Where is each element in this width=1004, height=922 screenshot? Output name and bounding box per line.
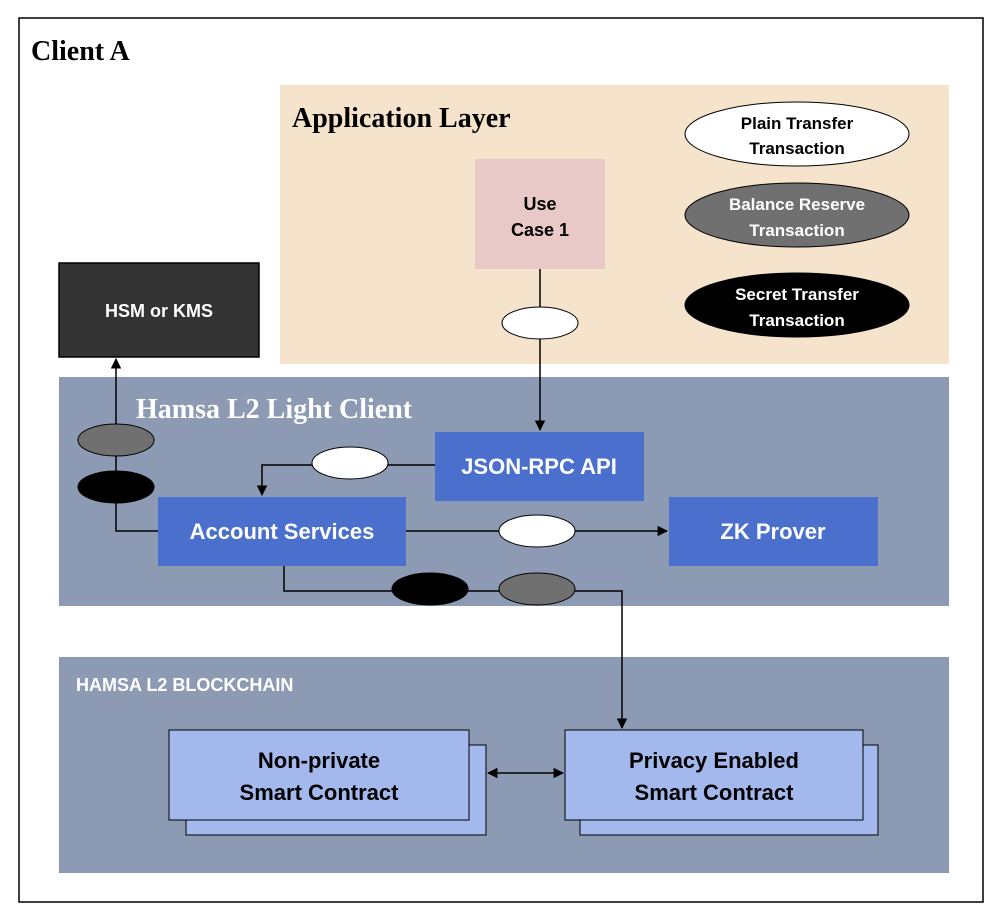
legend-balance-reserve-ellipse (684, 182, 910, 248)
plain-transaction-token-use-case (501, 306, 579, 340)
privacy-contract-line1: Privacy Enabled (629, 748, 799, 773)
privacy-contract-box[interactable] (564, 729, 864, 821)
light-client-title: Hamsa L2 Light Client (136, 394, 413, 425)
account-services-to-hsm-connector (110, 357, 158, 532)
account-services-box[interactable] (158, 497, 406, 566)
json-rpc-api-box[interactable] (435, 432, 644, 501)
legend-secret-transfer-line2: Transaction (749, 311, 844, 330)
legend-plain-transfer-line1: Plain Transfer (741, 114, 854, 133)
zk-prover-label: ZK Prover (720, 519, 826, 544)
non-private-contract-line2: Smart Contract (240, 780, 400, 805)
application-layer-title: Application Layer (292, 103, 511, 134)
privacy-contract-line2: Smart Contract (635, 780, 795, 805)
hsm-kms-label: HSM or KMS (105, 301, 213, 321)
client-title: Client A (31, 36, 131, 67)
plain-transaction-token-zk (498, 514, 576, 548)
secret-transaction-token-chain (391, 572, 469, 606)
legend-balance-reserve-line1: Balance Reserve (729, 195, 865, 214)
hsm-kms-box[interactable] (58, 262, 260, 358)
secret-transaction-token-hsm (77, 470, 155, 504)
plain-transaction-token-rpc (311, 446, 389, 480)
non-private-contract-line1: Non-private (258, 748, 380, 773)
blockchain-title: HAMSA L2 BLOCKCHAIN (76, 675, 293, 695)
json-rpc-api-label: JSON-RPC API (461, 454, 617, 479)
reserve-transaction-token-chain (498, 572, 576, 606)
zk-prover-box[interactable] (669, 497, 878, 566)
legend-balance-reserve-line2: Transaction (749, 221, 844, 240)
use-case-label-line2: Case 1 (511, 220, 569, 240)
account-services-label: Account Services (190, 519, 375, 544)
use-case-label-line1: Use (523, 194, 556, 214)
non-private-contract-box[interactable] (168, 729, 470, 821)
use-case-box[interactable] (475, 159, 605, 269)
legend-plain-transfer-line2: Transaction (749, 139, 844, 158)
legend-plain-transfer-ellipse (684, 101, 910, 167)
legend-secret-transfer-ellipse (684, 272, 910, 338)
legend-secret-transfer-line1: Secret Transfer (735, 285, 859, 304)
reserve-transaction-token-hsm (77, 423, 155, 457)
